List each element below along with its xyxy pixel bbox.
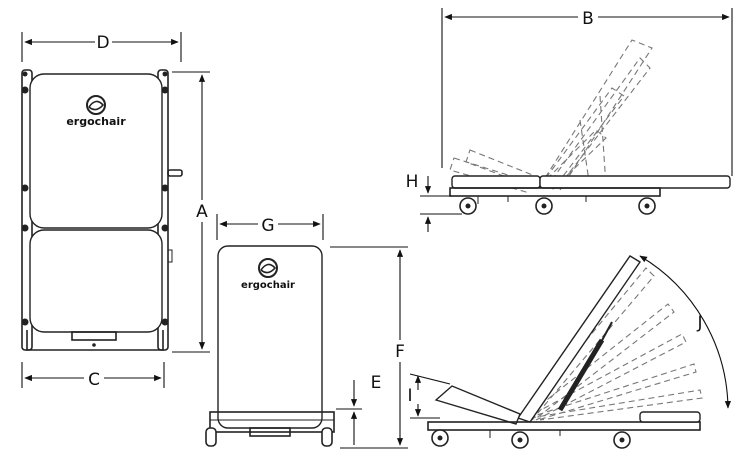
top-view-foot-bracket	[71, 331, 117, 341]
top-view-lever	[167, 169, 183, 177]
top-view-back-pad	[29, 73, 163, 229]
dimension-F: F	[330, 246, 408, 449]
dimension-I: I	[407, 373, 451, 419]
ergochair-logo-icon	[86, 95, 106, 115]
dimension-G: G	[216, 214, 324, 240]
dimension-E: E	[336, 373, 381, 445]
label-G: G	[261, 216, 274, 236]
dimension-D: D	[21, 32, 182, 62]
dimension-A: A	[172, 71, 210, 353]
side-reclined-frame	[427, 421, 701, 431]
side-reclined-gas-strut	[557, 338, 605, 412]
front-view-back-pad	[217, 245, 323, 429]
side-flat-back-pad	[539, 175, 731, 189]
label-D: D	[96, 33, 109, 53]
front-view-base	[209, 411, 335, 433]
front-view-right-wheel	[321, 427, 333, 447]
top-view: ergochair	[21, 69, 183, 351]
dimension-C: C	[21, 362, 165, 390]
side-view-flat	[449, 39, 731, 215]
top-view-side-bracket	[168, 249, 173, 263]
front-view-foot-bracket	[249, 427, 291, 437]
label-A: A	[196, 202, 208, 222]
top-view-bolts	[21, 71, 169, 326]
top-view-seat-pad	[29, 229, 163, 333]
label-J: J	[696, 313, 702, 333]
top-view-base-frame	[26, 330, 164, 351]
ergochair-logo-icon	[258, 258, 278, 278]
label-I: I	[407, 386, 412, 406]
front-view-left-wheel	[205, 427, 217, 447]
logo-text: ergochair	[66, 115, 126, 128]
dimension-B: B	[441, 8, 733, 176]
label-H: H	[406, 172, 419, 192]
label-B: B	[582, 9, 594, 29]
dimension-J: J	[639, 255, 731, 409]
label-F: F	[395, 342, 405, 362]
side-flat-frame	[449, 187, 661, 197]
dimension-H: H	[406, 172, 462, 232]
label-C: C	[88, 370, 100, 390]
label-E: E	[371, 373, 382, 393]
side-flat-seat-pad	[451, 175, 541, 189]
top-view-logo: ergochair	[66, 95, 126, 128]
front-view: ergochair	[205, 245, 335, 447]
logo-text: ergochair	[241, 280, 295, 291]
side-reclined-seat-pad	[434, 385, 521, 425]
side-view-reclined	[427, 255, 703, 449]
side-reclined-back-pad	[516, 255, 641, 423]
front-view-logo: ergochair	[241, 258, 295, 291]
